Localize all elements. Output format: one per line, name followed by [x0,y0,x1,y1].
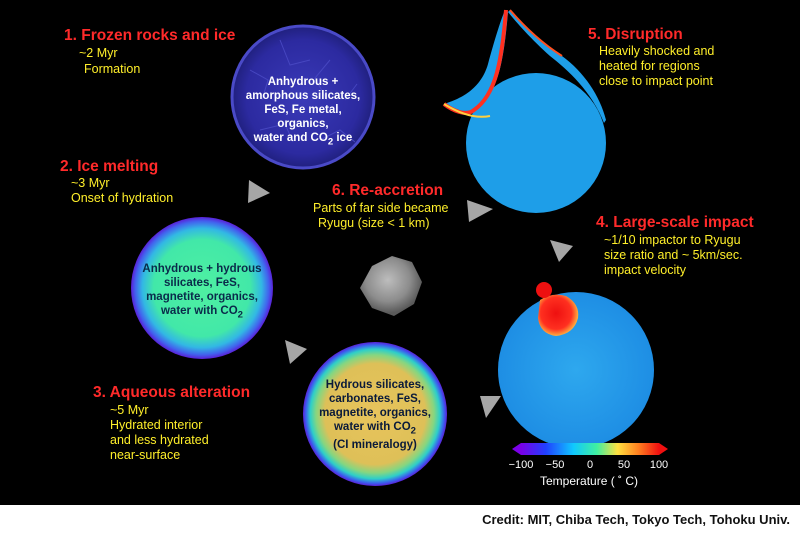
step4-desc-3: impact velocity [604,263,686,277]
arrow-4-to-5 [550,240,573,262]
step4-desc-1: ~1/10 impactor to Ryugu [604,233,741,247]
arrow-2-to-3 [285,340,307,364]
step5-desc-2: heated for regions [599,59,700,73]
step4-desc-2: size ratio and ~ 5km/sec. [604,248,743,262]
step2-time: ~3 Myr [71,176,110,190]
melting-body-composition: Anhydrous + hydrous silicates, FeS, magn… [142,263,262,321]
frozen-body-composition: Anhydrous + amorphous silicates, FeS, Fe… [245,76,361,148]
arrow-3-to-4 [480,396,501,418]
step5-title: 5. Disruption [588,26,683,43]
colorbar-tick: 100 [649,459,669,471]
step2-title: 2. Ice melting [60,158,159,175]
step5-desc-1: Heavily shocked and [599,44,715,58]
diagram-panel: 1. Frozen rocks and ice ~2 Myr Formation… [0,0,800,505]
step2-desc: Onset of hydration [71,191,174,205]
step6-desc-1: Parts of far side became [313,201,449,215]
step4-title: 4. Large-scale impact [596,214,754,231]
step3-desc-3: near-surface [110,448,181,462]
altered-body-composition: Hydrous silicates, carbonates, FeS, magn… [319,379,431,452]
step1-time: ~2 Myr [79,46,118,60]
step3-title: 3. Aqueous alteration [93,384,251,401]
impactor [536,282,552,298]
colorbar-tick: −50 [545,459,565,471]
frozen-body [230,24,376,170]
arrow-1-to-2 [248,180,270,203]
altered-body [303,342,447,486]
arrow-5-to-6 [467,200,493,222]
disruption-body [442,9,606,213]
step3-desc-1: Hydrated interior [110,418,203,432]
step5-desc-3: close to impact point [599,74,713,88]
colorbar-tick: −100 [508,459,534,471]
colorbar-tick: 50 [617,459,631,471]
colorbar-tick: 0 [586,459,594,471]
step1-desc: Formation [84,62,141,76]
diagram-artwork [131,9,668,486]
temperature-colorbar [521,443,659,455]
melting-body [131,217,273,359]
step6-desc-2: Ryugu (size < 1 km) [318,216,430,230]
image-credit: Credit: MIT, Chiba Tech, Tokyo Tech, Toh… [482,512,790,527]
step1-title: 1. Frozen rocks and ice [64,27,236,44]
step3-time: ~5 Myr [110,403,149,417]
ryugu-asteroid [360,256,422,316]
impact-body [498,282,654,448]
step6-title: 6. Re-accretion [332,182,444,199]
step3-desc-2: and less hydrated [110,433,209,447]
colorbar-label: Temperature ( ˚ C) [540,474,639,488]
